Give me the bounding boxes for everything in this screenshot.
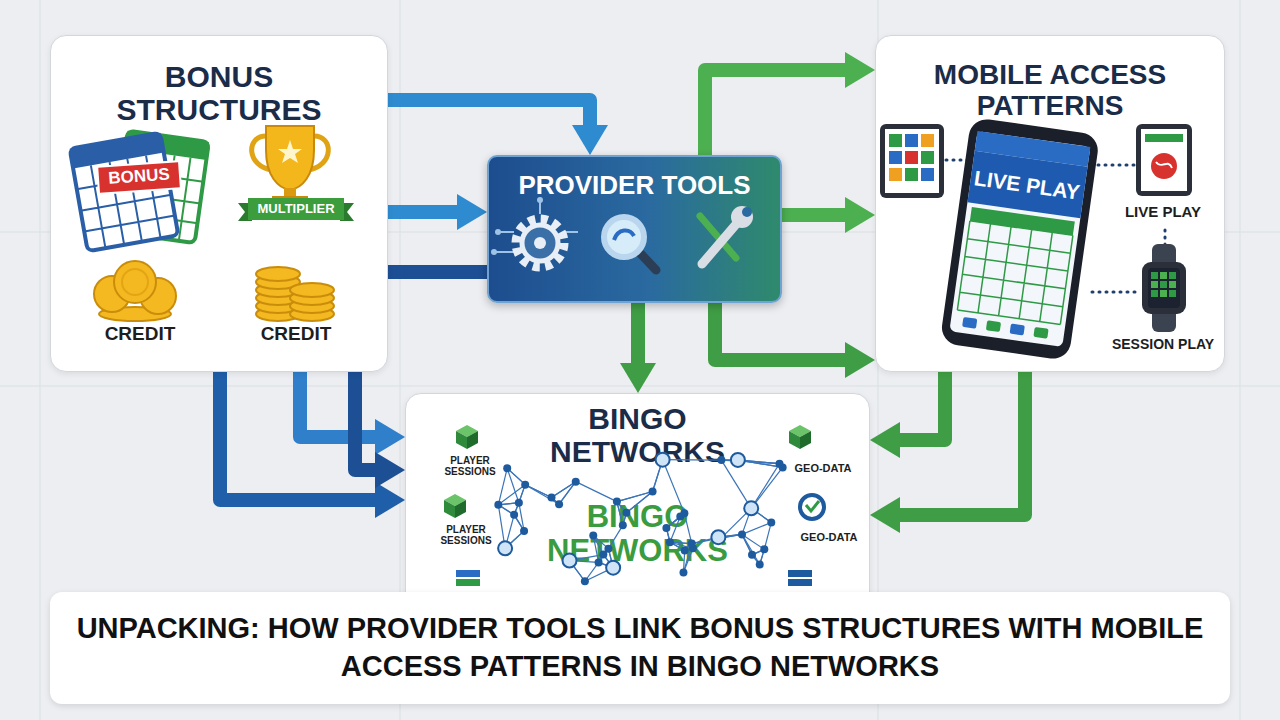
icon-label: CREDIT (105, 324, 176, 345)
grid-line (40, 0, 41, 720)
flow-arrow (388, 205, 467, 219)
flow-arrow (705, 70, 855, 155)
icon-label: GEO-DATA (794, 462, 851, 474)
tool-box: PROVIDER TOOLS (487, 155, 782, 303)
box-heading: BINGO NETWORKS (518, 402, 758, 468)
box-inner-heading: BINGO NETWORKS (518, 500, 758, 568)
caption-bar: UNPACKING: HOW PROVIDER TOOLS LINK BONUS… (50, 592, 1230, 704)
box-heading: MOBILE ACCESS PATTERNS (900, 60, 1200, 122)
category-box: BONUS STRUCTURES (50, 35, 388, 372)
icon-label: SESSION PLAY (1112, 337, 1214, 352)
icon-label: LIVE PLAY (1125, 204, 1201, 221)
icon-label: CREDIT (261, 324, 332, 345)
flow-arrow (388, 100, 590, 135)
flow-arrow (300, 372, 385, 437)
flow-arrow (715, 303, 855, 360)
flow-arrow (631, 303, 645, 373)
flow-arrow (220, 372, 385, 500)
flow-arrow (890, 372, 945, 440)
ribbon-label: MULTIPLIER (257, 202, 334, 216)
icon-label: GEO-DATA (800, 531, 857, 543)
grid-line (0, 386, 1280, 387)
grid-line (1240, 0, 1241, 720)
flow-arrow (782, 208, 855, 222)
icon-label: PLAYER SESSIONS (435, 455, 505, 477)
caption-text: UNPACKING: HOW PROVIDER TOOLS LINK BONUS… (70, 610, 1210, 685)
box-heading: PROVIDER TOOLS (490, 171, 780, 200)
box-heading: BONUS STRUCTURES (99, 60, 339, 126)
icon-label: PLAYER SESSIONS (431, 524, 501, 546)
flow-arrow (890, 372, 1025, 515)
